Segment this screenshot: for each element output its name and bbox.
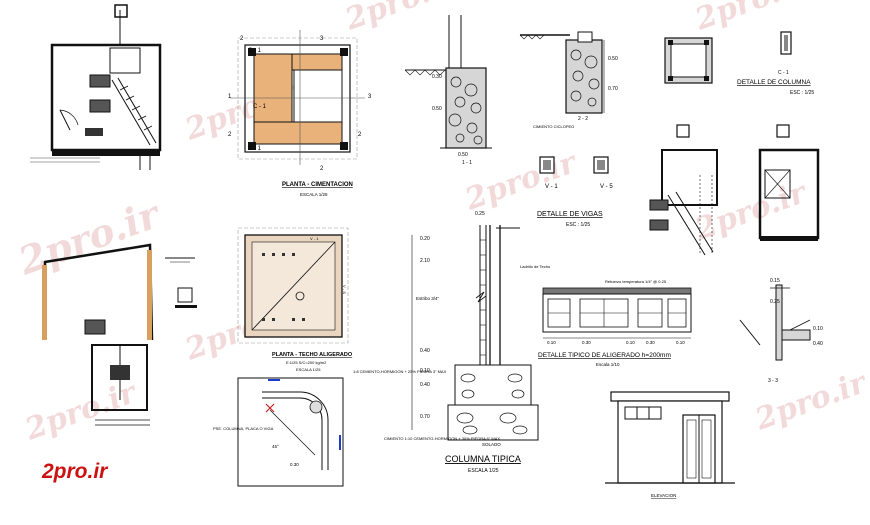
typical-column-title: COLUMNA TIPICA [445,454,521,464]
floor-plan-top [30,4,162,170]
wall-dim: 0.30 [432,74,442,80]
slab-dim: 0.10 [547,340,556,345]
slab-dim: 0.10 [676,340,685,345]
watermark-text: 2pro.ir [750,365,870,438]
column-dim: 0.70 [420,414,430,420]
slab-note-right: Refuerzo temperatura 1/4" @ 0.25 [605,279,667,284]
watermark-text: 2pro.ir [690,0,813,38]
foundation-plan-scale: ESCALA 1/25 [300,192,328,197]
section-cut-label: 2 - 2 [578,116,588,122]
elevation-title: ELEVACION [651,493,676,498]
watermark-text: 2pro.ir [340,0,463,38]
beam-detail-title: DETALLE DE VIGAS [537,211,603,218]
column-dim: 0.10 [420,368,430,374]
column-bottom-label: SOLADO [482,442,501,447]
footing-section: 0.50 0.70 CIMIENTO CICLOPEO 2 - 2 [519,31,618,129]
axis-mark: C - 1 [248,146,262,152]
column-dim: 0.25 [475,211,485,217]
footing-dim: 0.50 [608,56,618,62]
small-section: 0.15 0.25 0.10 0.40 3 - 3 [739,278,823,384]
corner-note: PSE. COLUMNA, PLACA O VIGA [213,426,274,431]
corner-dim: 0.30 [290,462,299,467]
watermark-text: 2pro.ir [20,375,143,448]
axis-mark: C - 1 [253,104,267,110]
left-elevation [42,243,197,426]
roof-plan-title: PLANTA - TECHO ALIGERADO [272,352,353,358]
footing-dim: 0.70 [608,86,618,92]
column-detail: C - 1 DETALLE DE COLUMNA ESC : 1/25 [664,31,814,96]
beam-label: V - 1 [545,184,558,190]
column-detail-title: DETALLE DE COLUMNA [737,79,811,86]
slab-note-top: Ladrillo de Techo [520,264,551,269]
elevation: ELEVACION [605,391,735,498]
watermark-text: 2pro.ir [460,145,583,218]
slab-detail-scale: Escala 1/10 [596,362,620,367]
typical-column: 0.20 0.25 2.10 0.40 0.10 0.40 0.70 Estri… [353,211,539,474]
axis-mark: 2 [240,36,244,42]
axis-mark: 2 [358,132,362,138]
roof-plan: V - 1 V - S PLANTA - TECHO ALIGERADO E:1… [237,227,353,372]
slab-detail-title: DETALLE TIPICO DE ALIGERADO h=200mm [538,352,671,359]
foundation-plan-title: PLANTA - CIMENTACION [282,182,353,188]
logo-text: 2pro.ir [41,460,109,483]
slab-dim: 0.10 [626,340,635,345]
corner-detail: PSE. COLUMNA, PLACA O VIGA 45° 0.30 [213,377,344,487]
site-logo: 2pro.ir 2pro.ir [39,458,112,486]
column-dim: 0.20 [420,236,430,242]
watermark-text: 2pro.ir [12,190,168,283]
column-note: CIMIENTO 1:10 CEMENTO-HORMIGON + 30% PIE… [384,436,500,441]
axis-mark: 3 [368,94,372,100]
typical-column-scale: ESCALA 1/25 [468,468,499,474]
section-cut-label: 3 - 3 [768,378,778,384]
small-section-dim: 0.40 [813,341,823,347]
column-label: C - 1 [778,70,789,76]
footing-note: CIMIENTO CICLOPEO [533,124,574,129]
wall-dim: 0.50 [458,152,468,158]
slab-dim: 0.30 [582,340,591,345]
axis-mark: 3 [320,36,324,42]
section-cut-label: 1 - 1 [462,160,472,166]
roof-beam-label: V - 1 [310,236,319,241]
column-dim: 0.40 [420,382,430,388]
axis-mark: 1 [228,94,232,100]
small-section-dim: 0.10 [813,326,823,332]
corner-angle: 45° [272,444,279,449]
logo-halo: 2pro.ir [41,460,109,483]
axis-mark: 2 [320,166,324,172]
roof-beam-label: V - S [342,285,347,294]
wall-dim: 0.50 [432,106,442,112]
column-dim: 2.10 [420,258,430,264]
wall-section: 0.30 0.50 0.50 1 - 1 [404,15,492,166]
beam-label: V - 5 [600,184,613,190]
small-section-dim: 0.15 [770,278,780,284]
roof-plan-scale: ESCALA 1/25 [296,367,321,372]
small-section-dim: 0.25 [770,299,780,305]
axis-mark: C - 1 [248,48,262,54]
column-detail-scale: ESC : 1/25 [790,90,814,96]
roof-plan-subtitle: E:1/25 S/C=200 kg/m2 [286,360,327,365]
foundation-plan: C - 1 C - 1 C - 1 2 3 1 3 2 2 2 PLANTA -… [228,30,372,197]
slab-detail: Ladrillo de Techo Refuerzo temperatura 1… [520,264,692,367]
axis-mark: 2 [228,132,232,138]
floor-plan-right [649,124,820,256]
beam-detail-scale: ESC : 1/25 [566,222,590,228]
column-dim: 0.40 [420,348,430,354]
slab-dim: 0.30 [646,340,655,345]
column-note: 1:8 CEMENTO-HORMIGON + 25% PIEDRA 3" MAX [353,369,447,374]
column-mid-label: Estribo 3/4" [416,296,440,301]
beam-detail: V - 1 V - 5 DETALLE DE VIGAS ESC : 1/25 [537,156,613,228]
